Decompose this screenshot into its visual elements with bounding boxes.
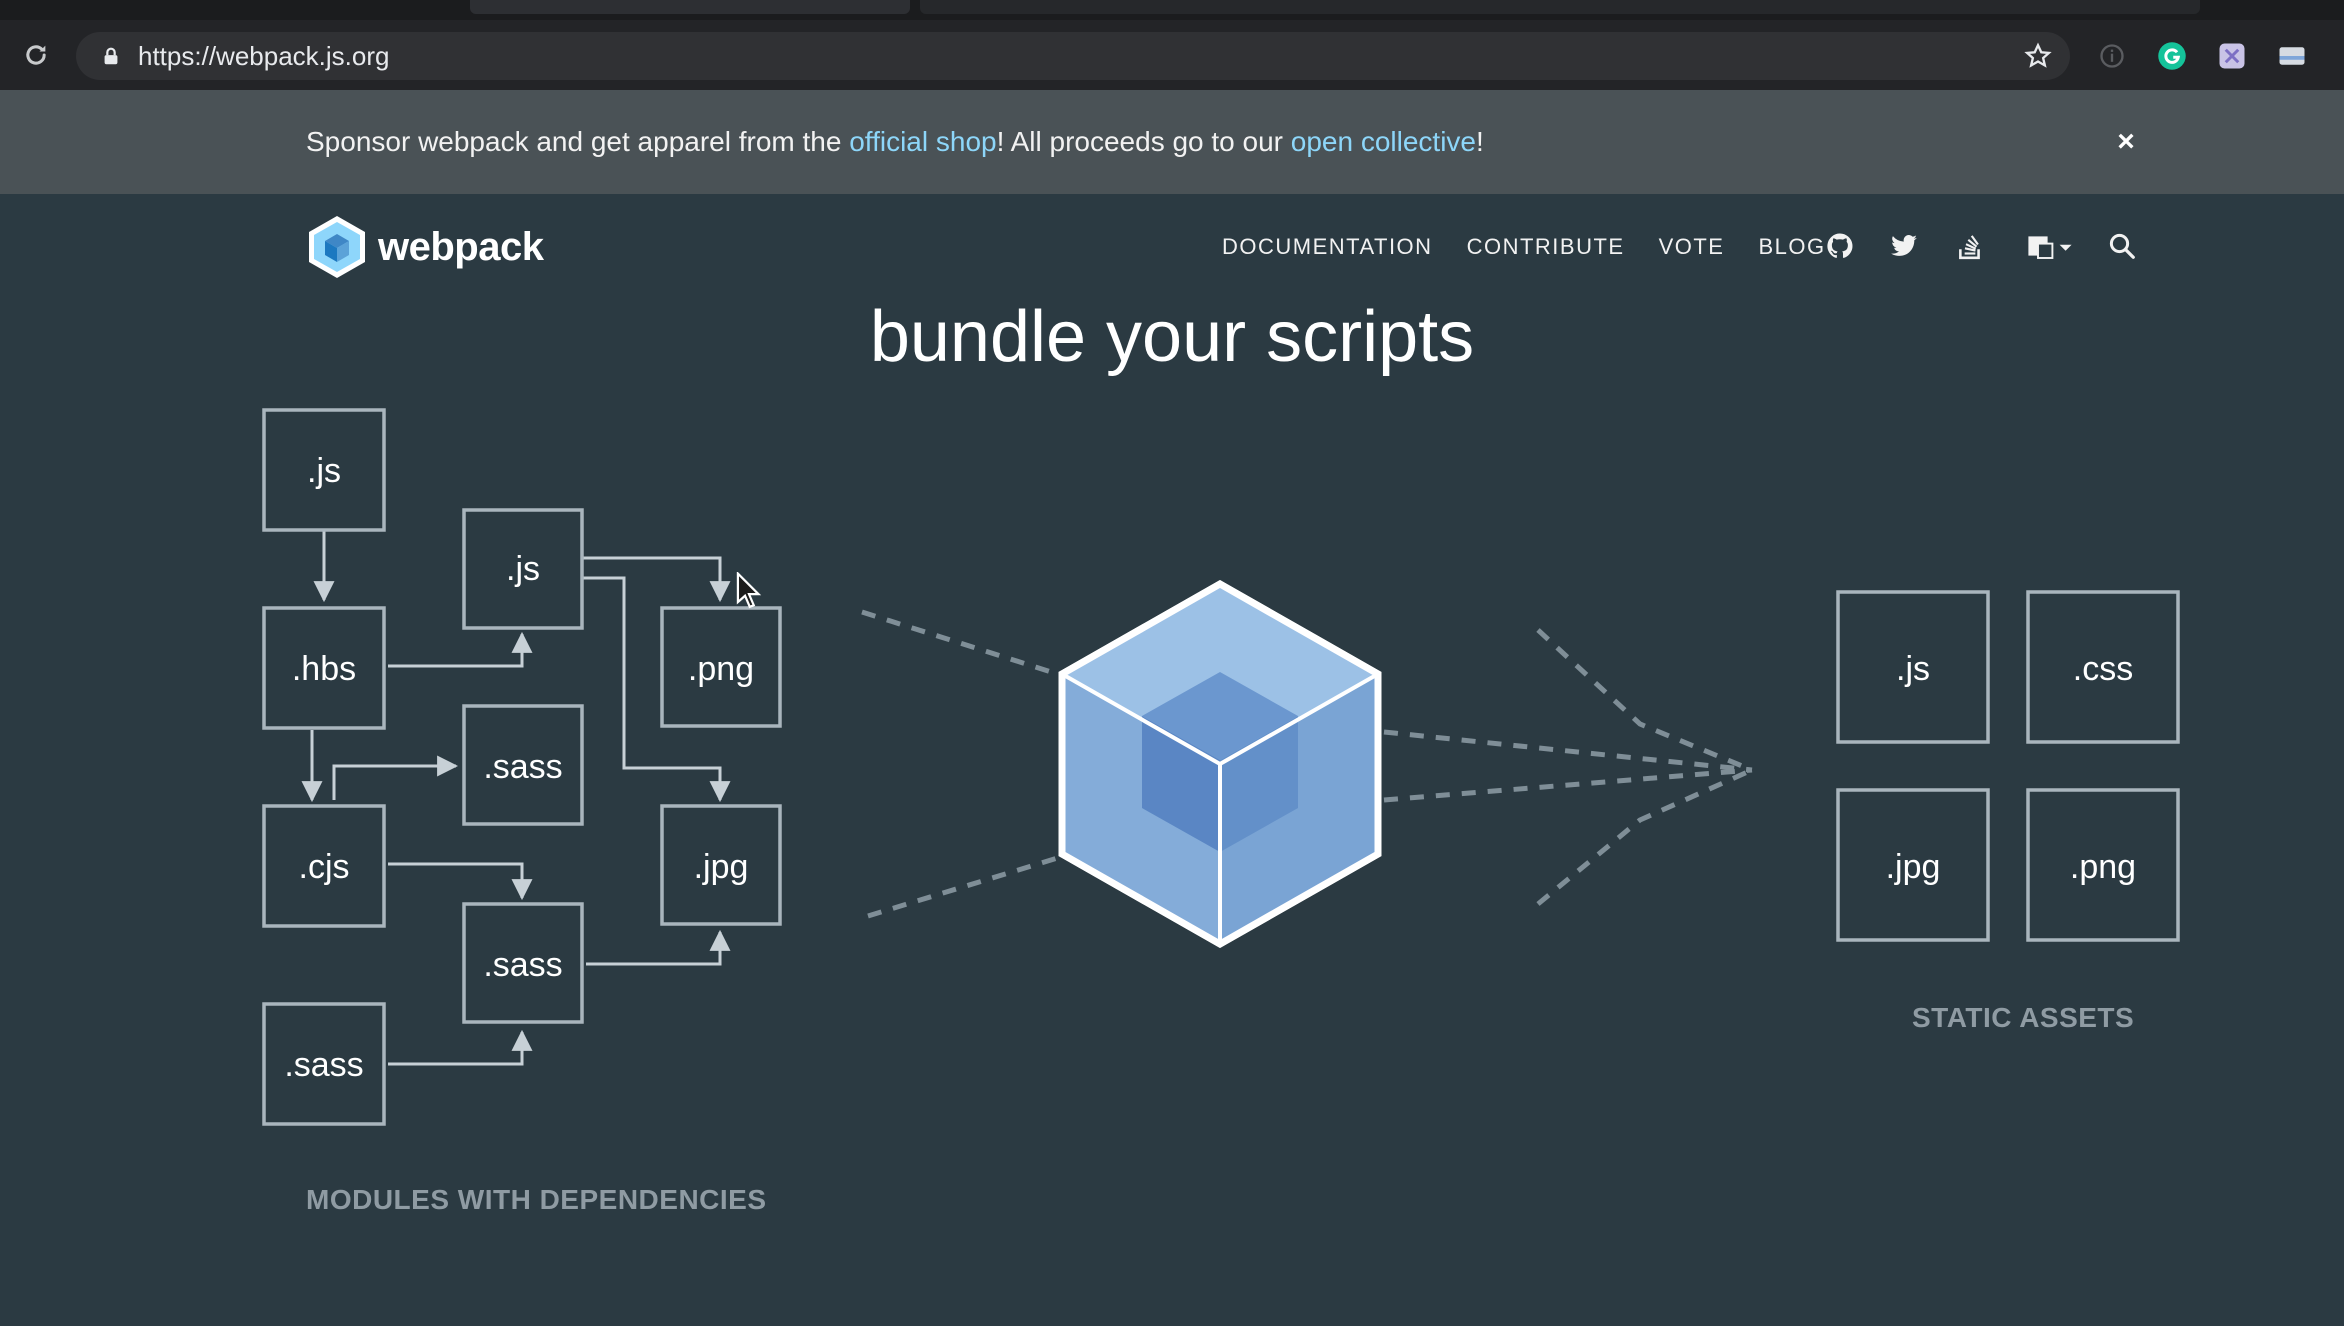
nav-documentation[interactable]: DOCUMENTATION	[1222, 234, 1433, 259]
nav-contribute[interactable]: CONTRIBUTE	[1466, 234, 1625, 259]
webpack-cube	[1058, 579, 1382, 949]
extension-icon[interactable]	[2276, 40, 2308, 72]
input-dash-line	[861, 609, 1065, 679]
module-box	[462, 902, 584, 1024]
cube-inner-edges	[1061, 672, 1379, 944]
twitter-icon[interactable]	[1886, 228, 1922, 264]
module-box	[462, 704, 584, 826]
module-label-sass: .sass	[483, 748, 562, 786]
dependency-arrow	[332, 755, 459, 800]
asset-box	[2026, 788, 2180, 942]
module-label-jpg: .jpg	[694, 848, 749, 886]
banner-text: Sponsor webpack and get apparel from the	[306, 126, 850, 157]
browser-tab[interactable]	[920, 0, 2200, 14]
asset-box	[2026, 590, 2180, 744]
module-label-js: .js	[307, 452, 341, 490]
official-shop-link[interactable]: official shop	[849, 126, 997, 157]
dependency-arrow	[388, 631, 533, 668]
inner-cube-left	[1142, 716, 1220, 852]
language-icon	[2028, 236, 2072, 259]
dependency-arrow	[388, 862, 533, 901]
module-box	[462, 508, 584, 630]
inner-cube-right	[1220, 716, 1298, 852]
address-bar[interactable]: https://webpack.js.org	[76, 32, 2070, 80]
grammarly-extension-icon[interactable]	[2156, 40, 2188, 72]
module-box	[262, 804, 386, 928]
module-label-hbs: .hbs	[292, 650, 356, 688]
language-dropdown[interactable]	[2022, 228, 2078, 264]
lock-icon	[104, 47, 118, 65]
module-label-sass: .sass	[483, 946, 562, 984]
module-box	[262, 408, 386, 532]
module-box	[262, 606, 386, 730]
extension-icon[interactable]	[2216, 40, 2248, 72]
browser-tab-strip	[0, 0, 2344, 20]
webpack-logo[interactable]: webpack	[306, 214, 544, 280]
module-label-cjs: .cjs	[299, 848, 350, 886]
module-box	[660, 804, 782, 926]
asset-label-png: .png	[2070, 848, 2136, 886]
asset-label-css: .css	[2073, 650, 2133, 688]
module-label-png: .png	[688, 650, 754, 688]
reload-icon[interactable]	[14, 33, 58, 77]
bookmark-star-icon[interactable]	[2022, 40, 2054, 72]
nav-blog[interactable]: BLOG	[1758, 234, 1826, 259]
banner-text: ! All proceeds go to our	[996, 126, 1291, 157]
output-dash-line	[1383, 729, 1753, 773]
assets-caption: STATIC ASSETS	[1912, 1002, 2135, 1033]
stack-overflow-icon[interactable]	[1952, 228, 1988, 264]
output-dashes	[1383, 628, 1754, 906]
asset-box	[1836, 788, 1990, 942]
banner-text: !	[1476, 126, 1484, 157]
dependency-arrow	[582, 556, 731, 603]
dependency-arrow	[586, 929, 731, 966]
dependency-arrow	[388, 1029, 533, 1066]
dependency-arrow	[582, 576, 731, 803]
browser-toolbar: https://webpack.js.org	[0, 20, 2344, 90]
webpack-logo-icon	[309, 216, 365, 278]
output-dash-line	[1536, 628, 1753, 773]
input-dash-line	[867, 853, 1065, 919]
input-dashes	[861, 609, 1065, 919]
module-label-sass: .sass	[284, 1046, 363, 1084]
main-nav: DOCUMENTATION CONTRIBUTE VOTE BLOG	[1222, 234, 1826, 260]
dependency-arrows	[301, 530, 731, 1066]
nav-vote[interactable]: VOTE	[1658, 234, 1725, 259]
github-icon[interactable]	[1822, 228, 1858, 264]
module-label-js: .js	[506, 550, 540, 588]
logo-text: webpack	[378, 224, 544, 269]
asset-box	[1836, 590, 1990, 744]
info-extension-icon[interactable]	[2096, 40, 2128, 72]
output-dash-line	[1383, 767, 1753, 803]
page-title: bundle your scripts	[869, 297, 1475, 377]
module-box	[660, 606, 782, 728]
output-dash-line	[1536, 767, 1754, 906]
mouse-cursor-icon	[736, 572, 762, 609]
asset-label-js: .js	[1896, 650, 1930, 688]
asset-label-jpg: .jpg	[1886, 848, 1941, 886]
open-collective-link[interactable]: open collective	[1290, 126, 1477, 157]
modules-caption: MODULES WITH DEPENDENCIES	[306, 1184, 767, 1215]
sponsor-banner: Sponsor webpack and get apparel from the…	[0, 90, 2344, 194]
search-icon[interactable]	[2104, 228, 2140, 264]
browser-tab[interactable]	[470, 0, 910, 14]
address-url[interactable]: https://webpack.js.org	[138, 41, 390, 71]
close-banner-button[interactable]: ×	[2117, 125, 2135, 158]
module-box	[262, 1002, 386, 1126]
sponsor-banner-text: Sponsor webpack and get apparel from the…	[306, 90, 1484, 194]
